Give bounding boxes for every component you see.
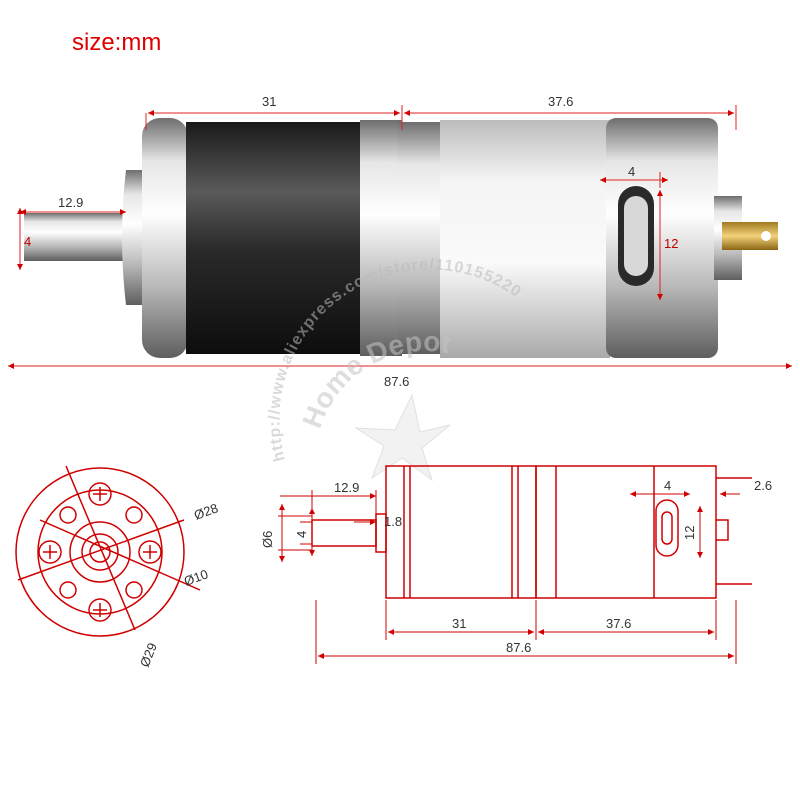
top-dimension-lines bbox=[8, 105, 792, 369]
dim-body: Ø29 bbox=[137, 641, 160, 669]
dim-terminal-width: 4 bbox=[628, 164, 635, 179]
dim-total-length: 87.6 bbox=[384, 374, 409, 389]
dim-hub: Ø10 bbox=[182, 566, 210, 589]
dim-terminal-height: 12 bbox=[664, 236, 678, 251]
side-dim-terminal-width: 4 bbox=[664, 478, 671, 493]
dim-pcd: Ø28 bbox=[192, 500, 220, 523]
front-cap bbox=[122, 170, 145, 305]
side-dim-shaft-dia: Ø6 bbox=[260, 531, 275, 548]
side-dim-total-length: 87.6 bbox=[506, 640, 531, 655]
side-dim-shaft-flat: 4 bbox=[294, 531, 309, 538]
motor-photo bbox=[24, 118, 778, 358]
units-title: size:mm bbox=[72, 29, 161, 56]
side-dim-boss: 1.8 bbox=[384, 514, 402, 529]
side-dim-shaft-length: 12.9 bbox=[334, 480, 359, 495]
dim-shaft-length: 12.9 bbox=[58, 195, 83, 210]
front-view bbox=[15, 465, 201, 637]
gearbox-front bbox=[142, 118, 188, 358]
side-dim-terminal-protrusion: 2.6 bbox=[754, 478, 772, 493]
output-shaft bbox=[24, 213, 126, 261]
dim-shaft-flat: 4 bbox=[24, 234, 31, 249]
side-dimension-lines bbox=[278, 490, 740, 664]
dim-gearbox-length: 31 bbox=[262, 94, 276, 109]
adapter-ring bbox=[398, 122, 442, 354]
dim-motor-length: 37.6 bbox=[548, 94, 573, 109]
motor-can bbox=[440, 120, 610, 358]
side-dim-motor-length: 37.6 bbox=[606, 616, 631, 631]
gearbox-band bbox=[186, 122, 364, 354]
side-view bbox=[311, 465, 752, 599]
gearbox-rear bbox=[360, 120, 402, 356]
mounting-holes bbox=[38, 482, 162, 622]
side-dim-gearbox-length: 31 bbox=[452, 616, 466, 631]
side-dim-terminal-height: 12 bbox=[682, 526, 697, 540]
